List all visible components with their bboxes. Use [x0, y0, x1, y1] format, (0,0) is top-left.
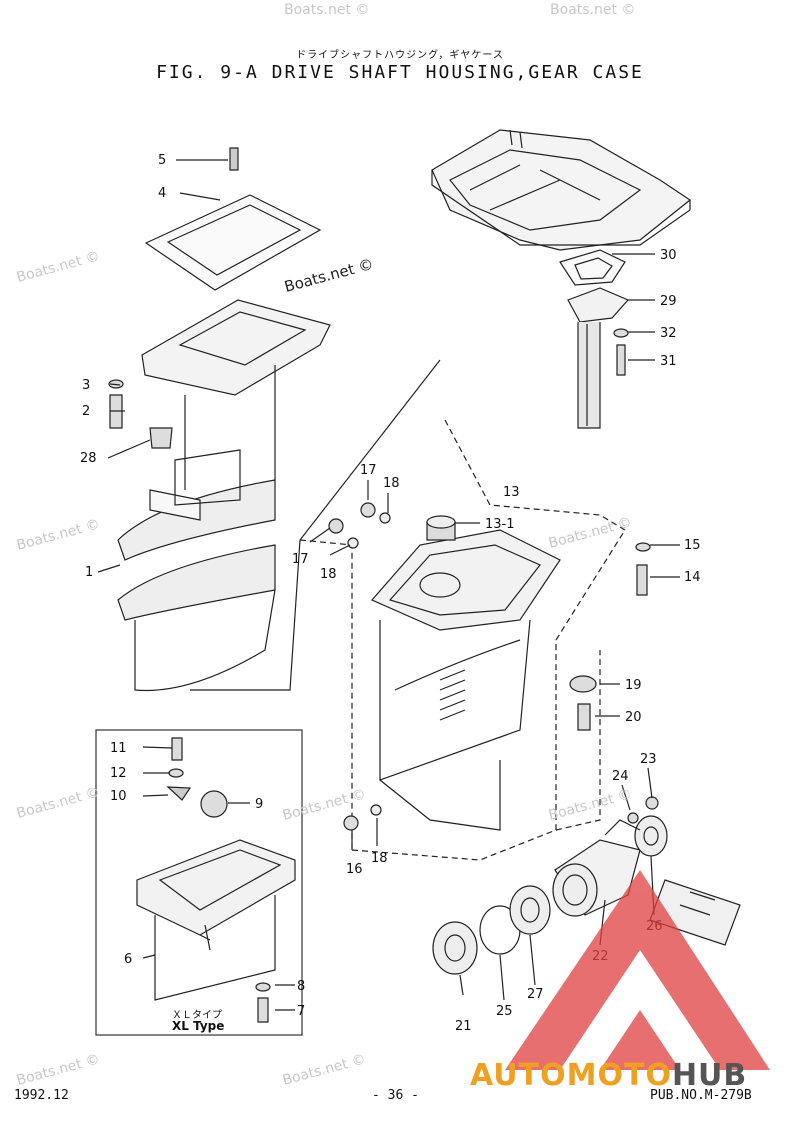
callout-12: 12: [110, 766, 127, 781]
callout-15: 15: [684, 538, 701, 553]
watermark: Boats.net ©: [281, 1051, 368, 1089]
callout-1: 1: [85, 565, 93, 580]
exhaust-guide-29-drawing: [567, 287, 630, 323]
callout-17-upper: 17: [360, 463, 377, 478]
callout-5: 5: [158, 153, 166, 168]
callout-28: 28: [80, 451, 97, 466]
callout-9: 9: [255, 797, 263, 812]
watermark: Boats.net ©: [284, 2, 369, 18]
exhaust-tube-drawing: [577, 322, 601, 429]
watermark: Boats.net ©: [547, 786, 634, 824]
callout-30: 30: [660, 248, 677, 263]
footer-publication-number: PUB.NO.M-279B: [650, 1088, 752, 1103]
callout-18-upper: 18: [383, 476, 400, 491]
gear-case-13-drawing: [371, 529, 561, 831]
callout-17-lower: 17: [292, 552, 309, 567]
callout-24: 24: [612, 769, 629, 784]
callout-27: 27: [527, 987, 544, 1002]
watermark: Boats.net ©: [15, 516, 102, 554]
callout-14: 14: [684, 570, 701, 585]
brand-part-2: HUB: [671, 1058, 748, 1093]
callout-6: 6: [124, 952, 132, 967]
callout-4: 4: [158, 186, 166, 201]
callout-3: 3: [82, 378, 90, 393]
footer-page-number: - 36 -: [372, 1088, 419, 1103]
callout-13: 13: [503, 485, 520, 500]
callout-20: 20: [625, 710, 642, 725]
watermark-center: Boats.net ©: [282, 255, 375, 296]
callout-16: 16: [346, 862, 363, 877]
watermark: Boats.net ©: [547, 514, 634, 552]
automotohub-logo-icon: [505, 870, 770, 1070]
callout-23: 23: [640, 752, 657, 767]
xl-type-label: XL Type: [172, 1019, 225, 1033]
callout-7: 7: [297, 1004, 305, 1019]
watermark: Boats.net ©: [15, 1051, 102, 1089]
callout-13-1: 13-1: [485, 517, 515, 532]
callout-18-lower: 18: [371, 851, 388, 866]
engine-base-drawing: [431, 129, 692, 251]
propeller-shaft-housing-drawing: [432, 815, 668, 975]
callout-25: 25: [496, 1004, 513, 1019]
drive-shaft-housing-1-drawing: [117, 299, 331, 692]
watermark: Boats.net ©: [15, 784, 102, 822]
xl-type-housing-6-drawing: [136, 839, 296, 1001]
callout-10: 10: [110, 789, 127, 804]
figure-title: FIG. 9-A DRIVE SHAFT HOUSING,GEAR CASE: [156, 62, 644, 83]
callout-8: 8: [297, 979, 305, 994]
gasket-30-drawing: [559, 249, 626, 286]
figure-title-japanese: ドライブシャフトハウジング，ギヤケース: [296, 50, 504, 61]
watermark: Boats.net ©: [15, 248, 102, 286]
callout-11: 11: [110, 741, 127, 756]
xl-type-label-japanese: ＸＬタイプ: [172, 1010, 222, 1021]
callout-32: 32: [660, 326, 677, 341]
callout-31: 31: [660, 354, 677, 369]
brand-part-1: AUTOMOTO: [470, 1058, 672, 1093]
callout-18-middle: 18: [320, 567, 337, 582]
callout-19: 19: [625, 678, 642, 693]
callout-29: 29: [660, 294, 677, 309]
callout-21: 21: [455, 1019, 472, 1034]
callout-2: 2: [82, 404, 90, 419]
watermark: Boats.net ©: [550, 2, 635, 18]
automotohub-brand: AUTOMOTOHUB: [470, 1058, 800, 1098]
footer-date: 1992.12: [14, 1088, 69, 1103]
